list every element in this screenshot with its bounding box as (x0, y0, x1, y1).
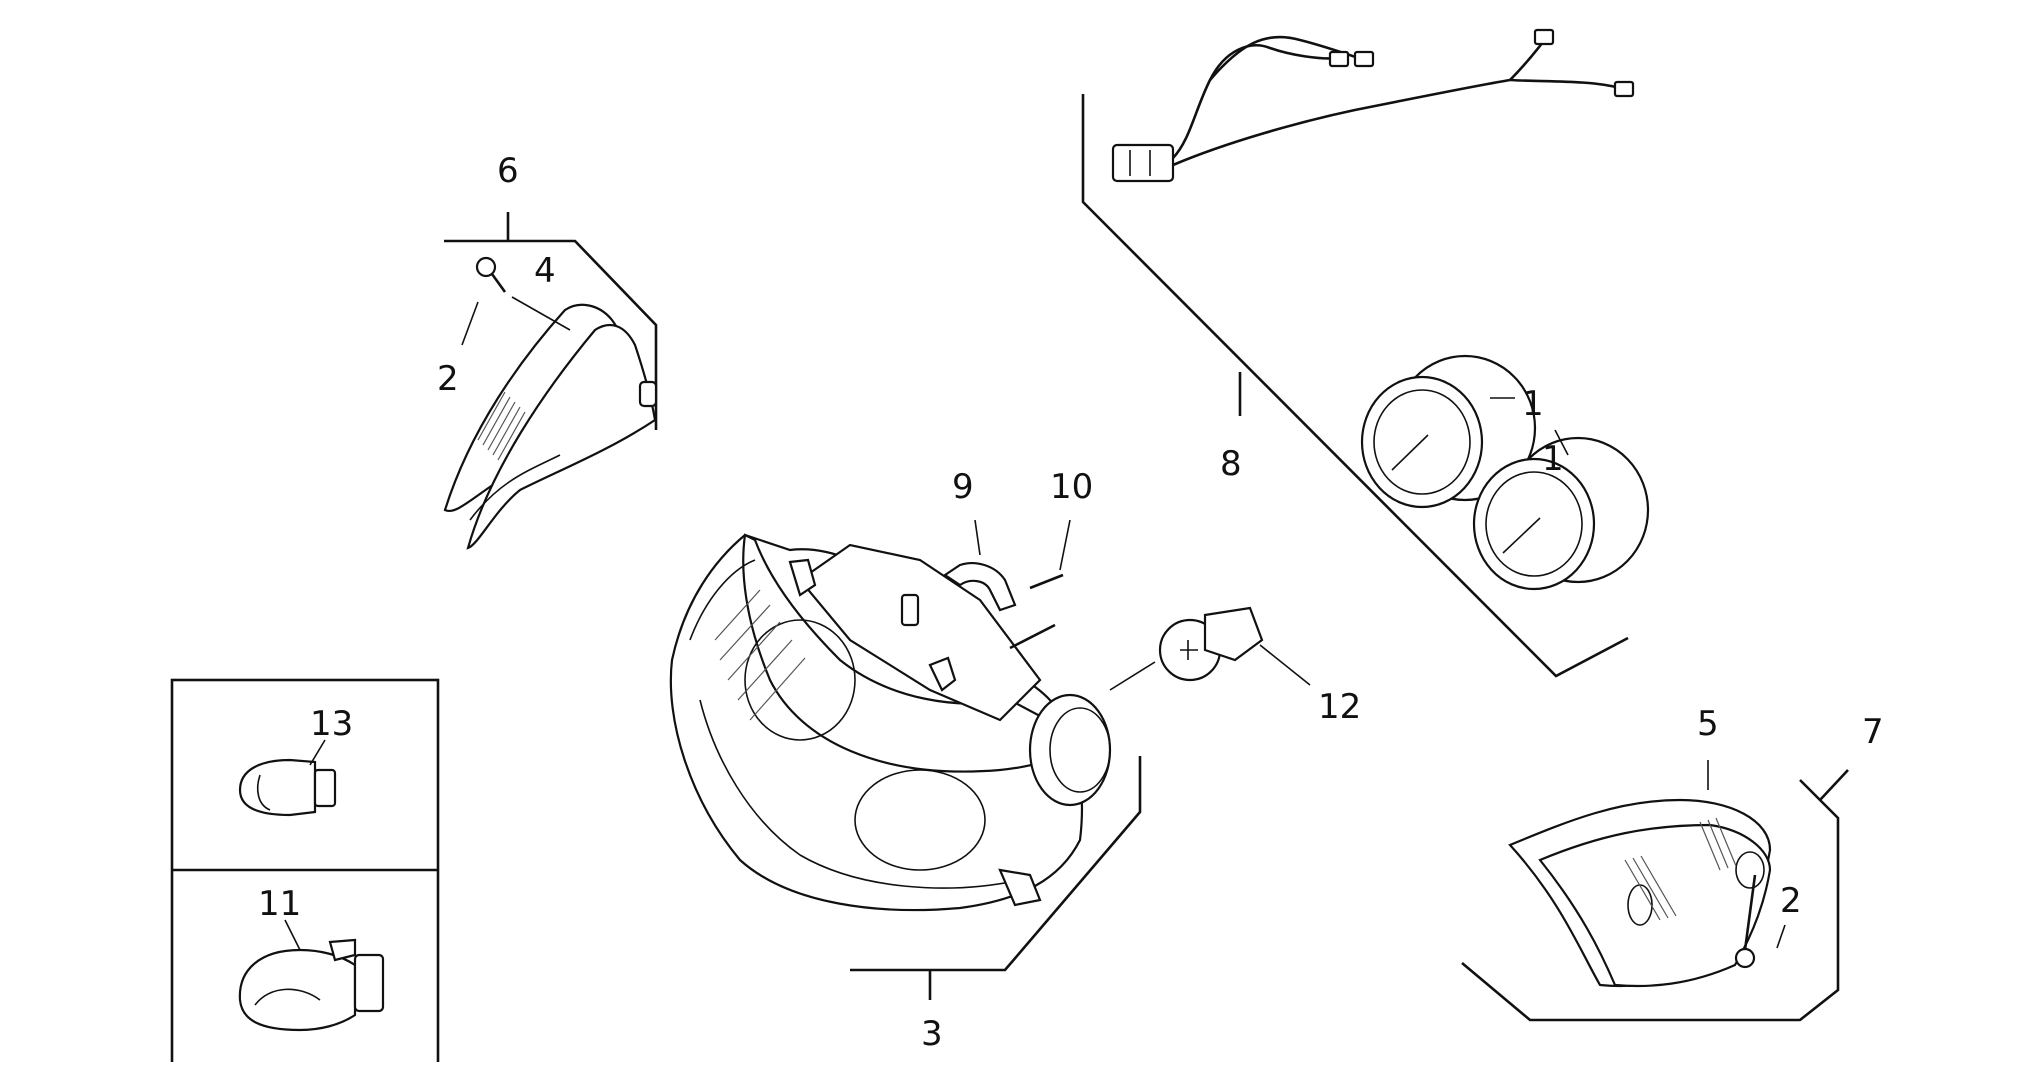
group-7-bracket (1461, 769, 1849, 1022)
bulb-1-a (1360, 354, 1537, 509)
callout-11: 11 (258, 884, 301, 924)
callout-10: 10 (1050, 467, 1093, 507)
wiring-harness (1111, 28, 1635, 183)
callout-9: 9 (952, 467, 974, 507)
group-8-bracket (1081, 94, 1629, 678)
callout-1-b: 1 (1542, 439, 1564, 479)
callout-2-right: 2 (1780, 881, 1802, 921)
right-indicator-part (1508, 798, 1772, 988)
screw-part-10 (1009, 573, 1064, 650)
callout-8: 8 (1220, 444, 1242, 484)
screw-icon (1734, 874, 1757, 969)
group-3-bracket (850, 756, 1142, 1000)
callout-4: 4 (534, 251, 556, 291)
callout-12: 12 (1318, 687, 1361, 727)
bulb-part-12 (1158, 606, 1264, 682)
group-6-bracket (444, 212, 658, 430)
screw-icon (475, 256, 507, 293)
callout-3: 3 (921, 1014, 943, 1054)
bulb-part-13 (238, 739, 337, 817)
bulb-1-b (1472, 436, 1650, 591)
callout-13: 13 (310, 704, 353, 744)
callout-2-left: 2 (437, 359, 459, 399)
callout-7: 7 (1862, 712, 1884, 752)
clamp-part-9 (943, 562, 1017, 612)
callout-6: 6 (497, 151, 519, 191)
bulb-part-11 (238, 919, 385, 1032)
left-indicator-part (443, 303, 658, 550)
callout-5: 5 (1697, 704, 1719, 744)
headlight-assembly (669, 533, 1112, 912)
callout-1-a: 1 (1522, 384, 1544, 424)
